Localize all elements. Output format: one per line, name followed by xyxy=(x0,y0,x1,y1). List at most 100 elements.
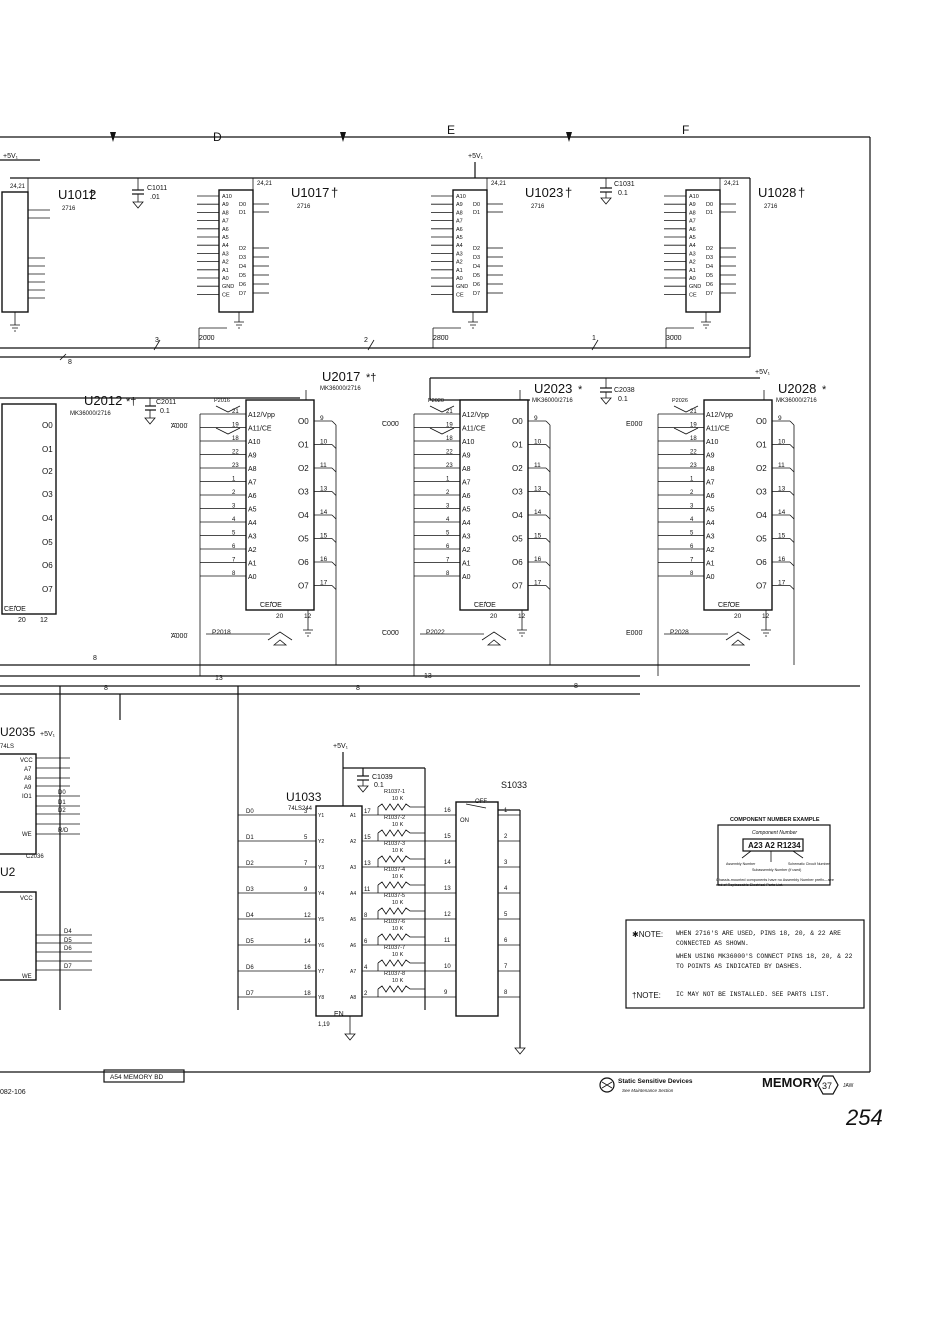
pin-number: 13 xyxy=(364,861,371,867)
pin-number: 5 xyxy=(304,835,308,841)
pin-label: A5 xyxy=(248,507,257,514)
pin-number: 16 xyxy=(320,556,328,563)
jumper-symbol xyxy=(481,631,507,641)
pin-label: A8 xyxy=(222,210,229,216)
input-signal: D0 xyxy=(246,809,254,815)
resistor-ref: R1037-7 xyxy=(384,945,405,951)
resistor-ref: R1037-4 xyxy=(384,867,405,873)
u1028-rom: 24,21U1028†2716A10A9A8A7A6A5A4A3A2A1A0GN… xyxy=(664,178,805,348)
cap-value: .01 xyxy=(150,194,160,201)
pin-label: Y5 xyxy=(318,917,324,923)
pin-label: A3 xyxy=(706,534,715,541)
pin-number: 18 xyxy=(446,436,453,442)
pin-number: 10 xyxy=(320,439,328,446)
pin-number: 3 xyxy=(446,504,450,510)
installed-mark: *† xyxy=(126,396,136,408)
pin-number: 8 xyxy=(690,571,694,577)
pin-label: A10 xyxy=(456,194,466,200)
pin-number: 1 xyxy=(232,477,236,483)
resistor-symbol xyxy=(377,959,425,967)
pin-label: A8 xyxy=(24,776,32,782)
data-wire-bend xyxy=(331,467,337,473)
note-symbol: †NOTE: xyxy=(632,991,661,1000)
data-wire-bend xyxy=(545,538,551,543)
switch-pin: 10 xyxy=(444,964,451,970)
resistor-value: 10 K xyxy=(392,926,404,932)
pin-label: A3 xyxy=(222,251,229,257)
installed-mark: † xyxy=(798,185,805,200)
pin-number: 17 xyxy=(778,580,786,587)
pin-label: D0 xyxy=(473,202,480,208)
note-text-1: WHEN 2716'S ARE USED, PINS 18, 20, & 22 … xyxy=(676,930,841,947)
ground-symbol xyxy=(303,629,313,637)
data-wire-bend xyxy=(331,491,337,496)
part-number: 74LS244 xyxy=(288,806,313,812)
data-wire-bend xyxy=(545,420,551,426)
jumper-symbol xyxy=(215,427,241,435)
chip-body xyxy=(245,399,315,611)
pin-label: A2 xyxy=(248,547,257,554)
switch-pin: 13 xyxy=(444,886,451,892)
resistor-value: 10 K xyxy=(392,822,404,828)
pin-number: 4 xyxy=(364,965,368,971)
output-pin-label: O0 xyxy=(756,417,767,426)
bus-count: 2 xyxy=(364,337,368,344)
pin-number: 11 xyxy=(364,887,371,893)
pin-label: 24,21 xyxy=(724,181,740,187)
middle-rom-row: +5V₁ U2012 *† MK36000/2716 C2011 0.1 A00… xyxy=(0,369,860,1010)
pin-number: 1,19 xyxy=(318,1022,330,1028)
pin-number: 17 xyxy=(534,580,542,587)
address-label: 3000 xyxy=(666,335,682,342)
example-subassembly: Subassembly Number (if used) xyxy=(752,868,801,872)
signal-label: D0 xyxy=(58,790,66,796)
output-pin-label: O7 xyxy=(756,582,767,591)
output-pin-label: O7 xyxy=(512,582,523,591)
resistor-ref: R1037-3 xyxy=(384,841,405,847)
pin-label: 24,21 xyxy=(257,181,273,187)
pin-label: GND xyxy=(222,284,234,290)
pin-label: A0 xyxy=(462,574,471,581)
resistor-symbol xyxy=(377,855,425,863)
pin-label: Y2 xyxy=(318,839,324,845)
pin-number: 21 xyxy=(446,409,453,415)
pin-label: A2 xyxy=(706,547,715,554)
input-signal: D4 xyxy=(246,913,254,919)
pin-number: 15 xyxy=(364,835,371,841)
bus-count: 8 xyxy=(68,359,72,366)
pin-label: D1 xyxy=(706,210,713,216)
pin-label: A4 xyxy=(456,243,463,249)
pin-label: VCC xyxy=(20,758,33,764)
output-pin-label: O4 xyxy=(512,511,523,520)
input-signal: D1 xyxy=(246,835,254,841)
pin-label: A11/CE xyxy=(462,426,486,433)
component-number-example: COMPONENT NUMBER EXAMPLE Component Numbe… xyxy=(716,817,834,887)
example-assembly: Assembly Number xyxy=(726,862,756,866)
chip-ref: U1017 xyxy=(291,185,329,200)
pin-label: D7 xyxy=(473,291,480,297)
pin-number: 20 xyxy=(276,613,284,620)
pin-label: VCC xyxy=(20,896,33,902)
pin-number: 17 xyxy=(320,580,328,587)
address-label: E000 xyxy=(626,421,642,428)
chip-body xyxy=(703,399,773,611)
jumper-symbol xyxy=(673,405,699,413)
bus-count: 3 xyxy=(155,337,159,344)
switch-pin: 6 xyxy=(504,938,508,944)
pin-label: CE xyxy=(456,292,464,298)
bus-count: 8 xyxy=(574,683,578,690)
pin-number: 9 xyxy=(778,415,782,422)
footer: 082-106 A54 MEMORY BD Static Sensitive D… xyxy=(0,1069,883,1130)
output-pin-label: O1 xyxy=(512,441,523,450)
u2023-rom: U2023*MK36000/2716P2020A12/Vpp21A11/CE19… xyxy=(382,381,583,676)
pin-label: A2 xyxy=(462,547,471,554)
output-pin-label: O5 xyxy=(756,535,767,544)
ce-oe-label: CE/OE xyxy=(718,602,740,609)
cap-ref: C2011 xyxy=(156,399,176,406)
pin-label: A1 xyxy=(706,561,715,568)
pin-number: 13 xyxy=(320,486,328,493)
pin-label: Y1 xyxy=(318,813,324,819)
pin-label: A0 xyxy=(689,276,696,282)
pin-number: 7 xyxy=(304,861,308,867)
output-pin-label: O5 xyxy=(512,535,523,544)
switch-pin: 9 xyxy=(444,990,448,996)
